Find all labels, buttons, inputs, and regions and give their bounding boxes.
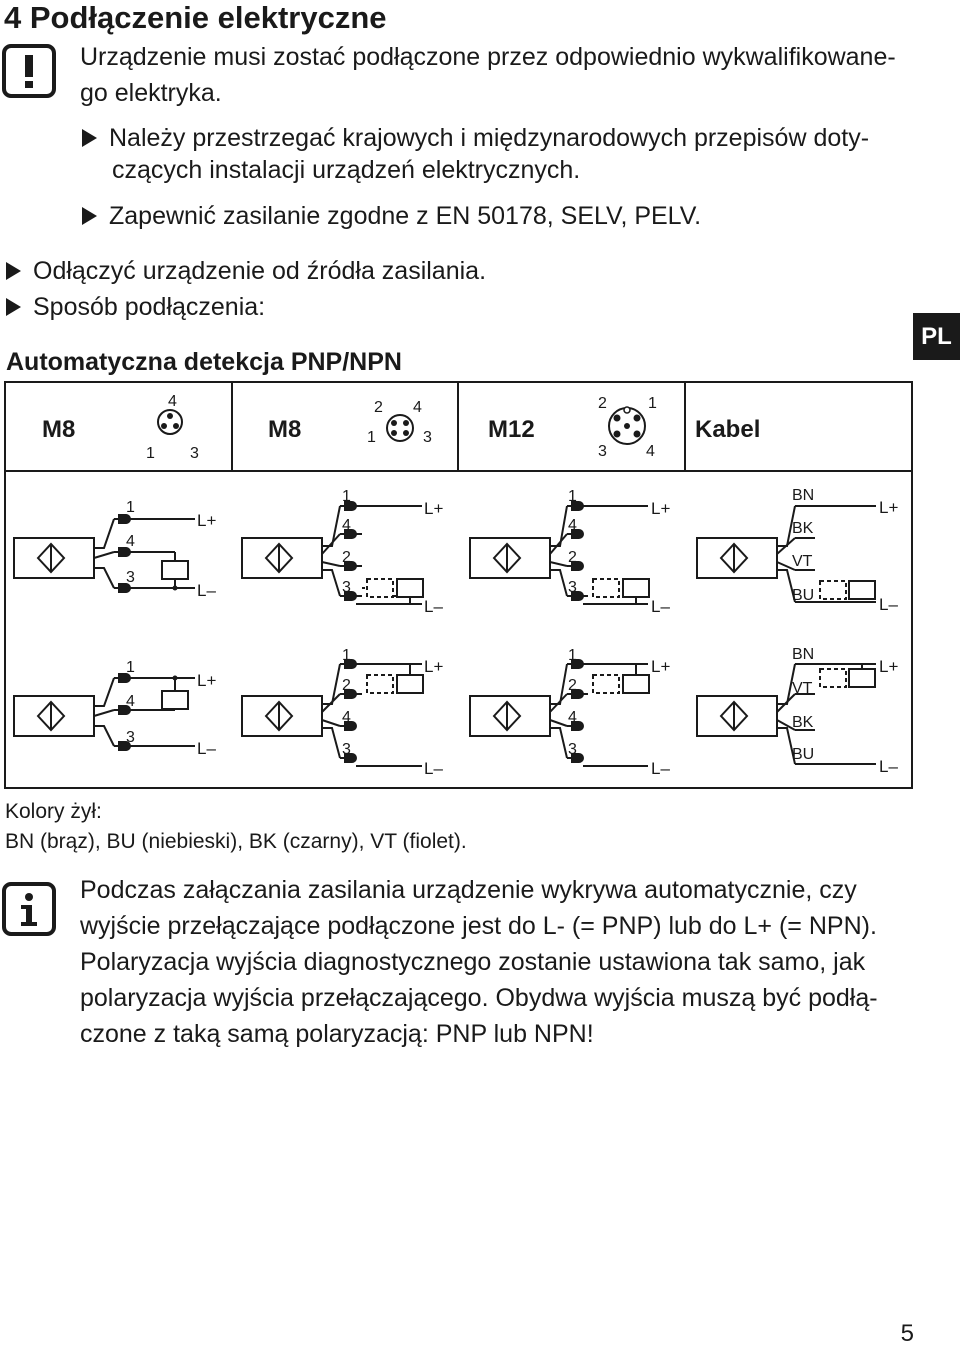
pin-label: 2 (342, 677, 351, 694)
info-line-1: Podczas załączania zasilania urządzenie … (80, 876, 857, 904)
wiring-diagram-row2-m8-3pin: 1 4 3 L+ L– (13, 659, 216, 758)
pin-label: 3 (568, 741, 577, 758)
wire-colors-title: Kolory żył: (5, 800, 102, 823)
warning-line-2: go elektryka. (80, 79, 222, 107)
bullet-regulations: Należy przestrzegać krajowych i międzyna… (82, 124, 869, 153)
connector-cable-name: Kabel (695, 416, 760, 443)
plus-label: L+ (879, 498, 898, 517)
info-line-5: czone z taką samą polaryzacją: PNP lub N… (80, 1020, 594, 1048)
wire-color-label: BN (792, 487, 814, 504)
pin-label: 2 (568, 549, 577, 566)
pin-label: 1 (342, 488, 351, 505)
pin-label: 1 (568, 488, 577, 505)
page-number: 5 (900, 1320, 914, 1347)
info-line-3: Polaryzacja wyjścia diagnostycznego zost… (80, 948, 866, 976)
minus-label: L– (197, 739, 216, 758)
bullet-connection-method: Sposób podłączenia: (6, 293, 265, 322)
pin-label: 1 (367, 429, 376, 446)
pin-label: 1 (342, 647, 351, 664)
pin-label: 1 (648, 395, 657, 412)
m12-connector-icon (608, 406, 646, 445)
minus-label: L– (879, 595, 898, 614)
pin-label: 4 (413, 399, 422, 416)
pin-label: 3 (568, 579, 577, 596)
pin-label: 3 (342, 579, 351, 596)
pin-label: 4 (568, 709, 577, 726)
connector-m8-4pin-name: M8 (268, 416, 301, 443)
wiring-diagram-row1-m12: 1 4 2 3 L+ L– (469, 488, 670, 616)
info-icon (2, 882, 56, 936)
warning-line-1: Urządzenie musi zostać podłączone przez … (80, 43, 896, 71)
pin-label: 4 (568, 517, 577, 534)
plus-label: L+ (197, 671, 216, 690)
pin-label: 2 (568, 677, 577, 694)
minus-label: L– (197, 581, 216, 600)
wiring-diagram-row1-m8-4pin: 1 4 2 3 L+ L– (241, 488, 443, 616)
wiring-diagram-row1-m8-3pin: 1 4 3 L+ L– (13, 499, 216, 600)
triangle-bullet-icon (6, 298, 21, 316)
m8-4pin-connector-icon (386, 414, 414, 442)
triangle-bullet-icon (82, 207, 97, 225)
wire-colors-text: BN (brąz), BU (niebieski), BK (czarny), … (5, 830, 467, 853)
subheading: Automatyczna detekcja PNP/NPN (6, 348, 402, 376)
info-line-4: polaryzacja wyjścia przełączającego. Oby… (80, 984, 878, 1012)
wire-color-label: VT (792, 680, 813, 697)
wiring-diagram-row1-cable: BN BK VT BU L+ L– (696, 487, 898, 614)
minus-label: L– (424, 597, 443, 616)
pin-label: 4 (342, 709, 351, 726)
wiring-diagram-row2-m12: 1 2 4 3 L+ L– (469, 647, 670, 778)
pin-label: 3 (342, 741, 351, 758)
bullet-disconnect: Odłączyć urządzenie od źródła zasilania. (6, 257, 486, 286)
pin-label: 3 (126, 729, 135, 746)
minus-label: L– (651, 597, 670, 616)
wiring-diagram-row2-cable: BN VT BK BU L+ L– (696, 646, 898, 776)
minus-label: L– (879, 757, 898, 776)
triangle-bullet-icon (82, 129, 97, 147)
wiring-diagram-row2-m8-4pin: 1 2 4 3 L+ L– (241, 647, 443, 778)
wire-color-label: BU (792, 587, 814, 604)
plus-label: L+ (651, 657, 670, 676)
connector-m12-name: M12 (488, 416, 535, 443)
pin-label: 1 (146, 445, 155, 462)
connector-m8-3pin-name: M8 (42, 416, 75, 443)
pin-label: 1 (126, 499, 135, 516)
pin-label: 4 (126, 693, 135, 710)
pin-label: 3 (190, 445, 199, 462)
bullet-power-supply: Zapewnić zasilanie zgodne z EN 50178, SE… (82, 202, 701, 231)
minus-label: L– (424, 759, 443, 778)
wire-color-label: BN (792, 646, 814, 663)
pin-label: 2 (374, 399, 383, 416)
pin-label: 4 (342, 517, 351, 534)
pin-label: 4 (168, 393, 177, 410)
wire-color-label: BK (792, 520, 814, 537)
plus-label: L+ (651, 499, 670, 518)
wire-color-label: VT (792, 553, 813, 570)
wiring-table: M8 4 1 3 M8 2 4 1 3 M12 2 1 3 4 Kabel (4, 381, 913, 789)
m8-3pin-connector-icon (157, 409, 183, 435)
pin-label: 4 (126, 533, 135, 550)
language-tab: PL (913, 313, 960, 360)
exclamation-icon (2, 44, 56, 98)
wire-color-label: BK (792, 714, 814, 731)
pin-label: 3 (423, 429, 432, 446)
bullet-regulations-line-2: czących instalacji urządzeń elektrycznyc… (112, 156, 581, 184)
plus-label: L+ (197, 511, 216, 530)
pin-label: 4 (646, 443, 655, 460)
pin-label: 1 (568, 647, 577, 664)
plus-label: L+ (424, 657, 443, 676)
section-title: 4 Podłączenie elektryczne (4, 0, 387, 35)
pin-label: 2 (342, 549, 351, 566)
plus-label: L+ (424, 499, 443, 518)
minus-label: L– (651, 759, 670, 778)
pin-label: 1 (126, 659, 135, 676)
plus-label: L+ (879, 657, 898, 676)
wire-color-label: BU (792, 746, 814, 763)
pin-label: 2 (598, 395, 607, 412)
pin-label: 3 (126, 569, 135, 586)
triangle-bullet-icon (6, 262, 21, 280)
pin-label: 3 (598, 443, 607, 460)
info-line-2: wyjście przełączające podłączone jest do… (80, 912, 877, 940)
